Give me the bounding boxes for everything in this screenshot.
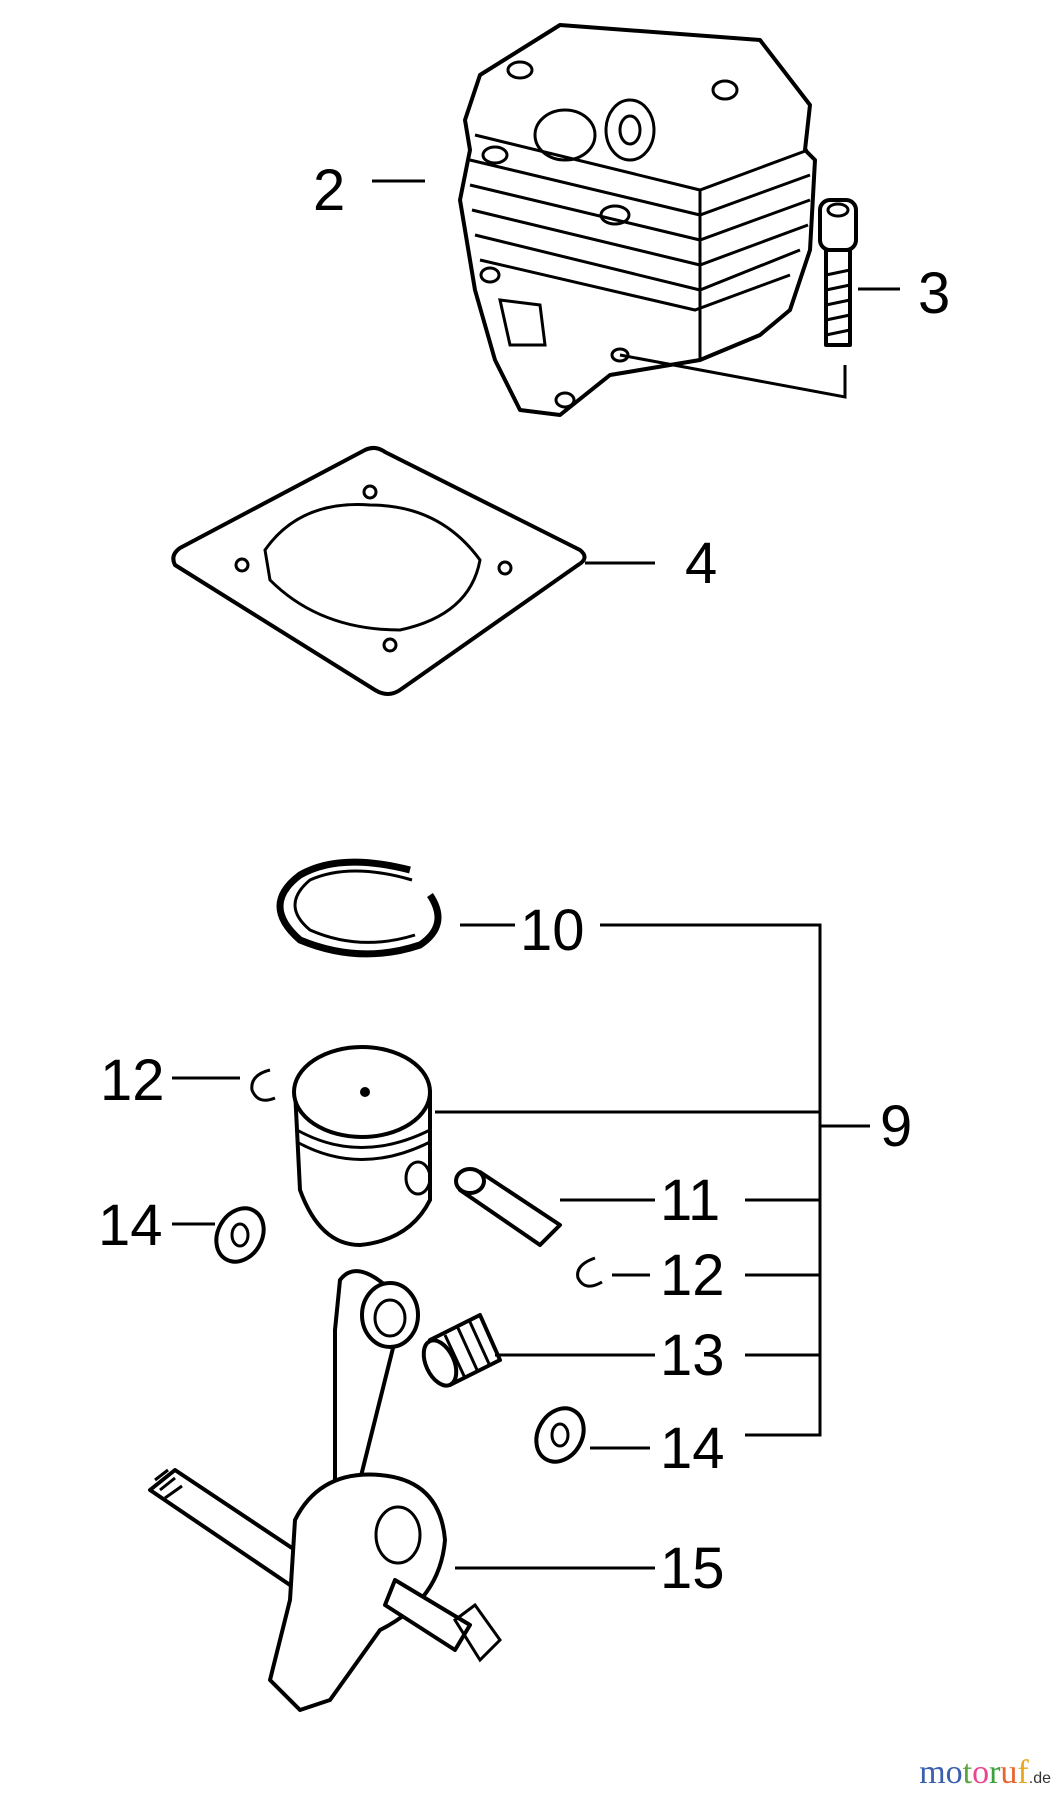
callout-4: 4 [685,531,717,596]
callout-9: 9 [880,1094,912,1159]
callout-12-left: 12 [100,1048,165,1113]
gasket-part[interactable] [171,445,587,696]
watermark-letter: r [989,1754,1001,1791]
watermark-letter: t [962,1754,973,1791]
circlip-part[interactable] [576,1256,603,1288]
callout-3: 3 [918,261,950,326]
crankshaft-part[interactable] [148,1269,502,1712]
callout-15: 15 [660,1536,725,1601]
callout-14-right: 14 [660,1416,725,1481]
piston-pin-part[interactable] [454,1167,562,1247]
thrust-washer-part[interactable] [207,1200,273,1270]
bolt-part[interactable] [818,198,858,347]
watermark-suffix: .de [1028,1770,1051,1787]
cylinder-part[interactable] [458,23,817,417]
watermark-letter: m [919,1754,946,1791]
callout-2: 2 [313,158,345,223]
callout-10: 10 [520,898,585,963]
watermark-logo: motoruf.de [919,1754,1051,1792]
thrust-washer-part[interactable] [527,1400,593,1470]
callout-12-right: 12 [660,1243,725,1308]
needle-bearing-part[interactable] [417,1313,502,1391]
watermark-letter: u [1000,1754,1018,1791]
piston-part[interactable] [292,1045,432,1247]
watermark-letter: o [972,1754,990,1791]
piston-ring-part[interactable] [276,858,442,958]
callout-11: 11 [660,1168,720,1233]
callout-14-left: 14 [98,1193,163,1258]
callout-13: 13 [660,1323,725,1388]
watermark-name: motoruf [919,1754,1029,1791]
watermark-letter: f [1017,1754,1029,1791]
circlip-part[interactable] [250,1068,276,1102]
watermark-letter: o [945,1754,963,1791]
